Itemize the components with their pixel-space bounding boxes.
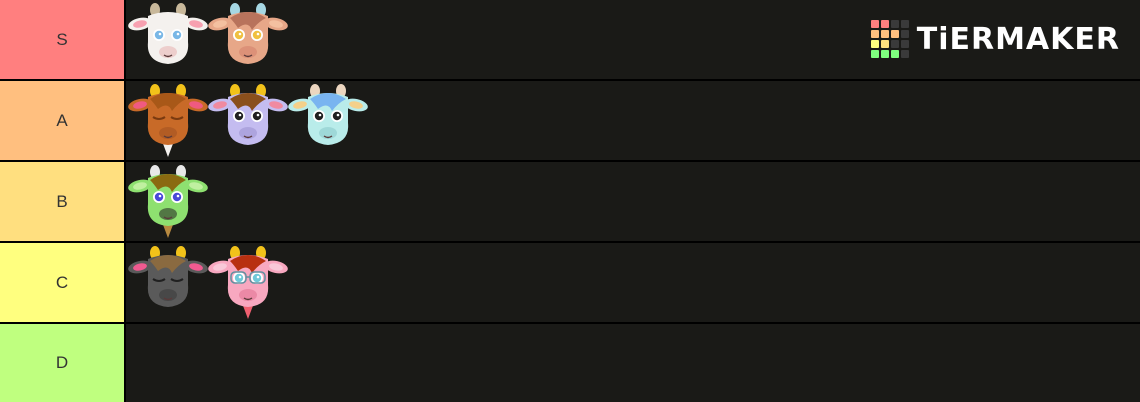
goat-white-icon[interactable] — [128, 0, 208, 79]
tier-row-s: S — [0, 0, 1140, 81]
goat-gray-icon[interactable] — [128, 243, 208, 322]
tiermaker-logo[interactable]: TiERMAKER — [870, 20, 1120, 58]
goat-lavender-icon[interactable] — [208, 81, 288, 160]
tier-items-s[interactable] — [126, 0, 1140, 79]
goat-green-icon[interactable] — [128, 162, 208, 241]
tier-label-s[interactable]: S — [0, 0, 126, 79]
tier-label-b[interactable]: B — [0, 162, 126, 241]
logo-grid-icon — [870, 20, 909, 58]
logo-text: TiERMAKER — [916, 21, 1120, 57]
tier-items-c[interactable] — [126, 243, 1140, 322]
goat-blue-icon[interactable] — [288, 81, 368, 160]
tier-items-b[interactable] — [126, 162, 1140, 241]
goat-pink-icon[interactable] — [208, 243, 288, 322]
tier-label-a[interactable]: A — [0, 81, 126, 160]
tier-row-a: A — [0, 81, 1140, 162]
goat-brown-icon[interactable] — [208, 0, 288, 79]
goat-orange-icon[interactable] — [128, 81, 208, 160]
tier-row-b: B — [0, 162, 1140, 243]
tier-items-a[interactable] — [126, 81, 1140, 160]
tier-items-d[interactable] — [126, 324, 1140, 402]
tier-row-d: D — [0, 324, 1140, 402]
tier-row-c: C — [0, 243, 1140, 324]
tier-label-d[interactable]: D — [0, 324, 126, 402]
tier-label-c[interactable]: C — [0, 243, 126, 322]
